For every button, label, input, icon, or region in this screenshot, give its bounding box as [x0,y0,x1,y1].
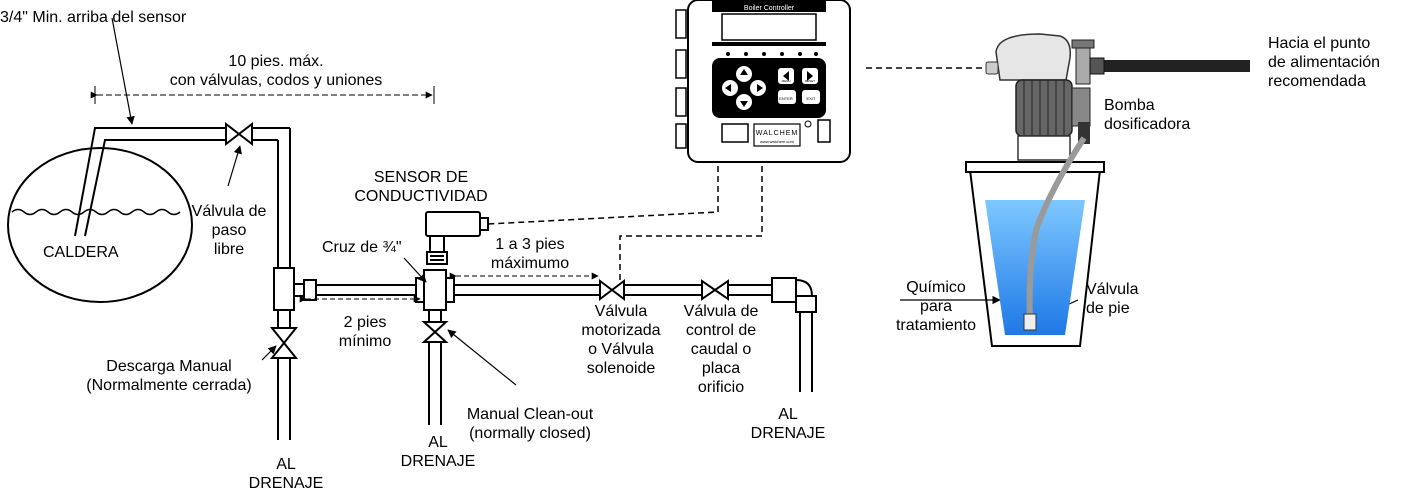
label-metering-pump: Bomba dosificadora [1104,97,1191,133]
label-boiler: CALDERA [43,244,119,261]
label-foot-valve: Válvula de pie [1086,281,1139,317]
label-max-length: 10 pies. máx. con válvulas, codos y unio… [169,53,383,89]
label-sensor: SENSOR DE CONDUCTIVIDAD [354,169,488,205]
boiler [7,147,193,303]
label-flow-control-valve: Válvula de control de caudal o placa ori… [683,303,759,396]
boiler-controller [675,0,851,163]
controller-title: Boiler Controller [744,5,795,12]
controller-website: www.walchem.com [760,139,795,144]
conductivity-sensor [425,211,489,265]
label-min-distance: 2 pies mínimo [338,314,392,350]
cleanout-valve [421,321,449,343]
manual-blowdown-valve [269,327,299,359]
controller-key-reset: RESET [805,79,815,83]
label-min-above-sensor: 3/4" Min. arriba del sensor [0,9,187,26]
controller-key-exit: EXIT [807,96,816,101]
flow-control-valve [701,279,729,301]
controller-brand: WALCHEM [756,130,799,137]
controller-key-enter: ENTER [779,96,793,101]
signal-cables [487,67,990,282]
controller-key-menu: MENU [782,79,791,83]
label-manual-blowdown: Descarga Manual (Normalmente cerrada) [86,358,252,394]
outlet-pipe [624,277,817,392]
label-cross: Cruz de ¾" [322,239,402,256]
motorized-valve [599,279,625,301]
label-motorized-valve: Válvula motorizada o Válvula solenoide [581,303,661,377]
label-treatment-chemical: Químico para tratamiento [895,279,977,334]
boiler-outlet-pipe [74,127,416,440]
label-to-injection-point: Hacia el punto de alimentación recomenda… [1268,35,1381,90]
label-cleanout: Manual Clean-out (normally closed) [466,406,594,442]
label-drain-middle: AL DRENAJE [400,434,476,470]
metering-pump [985,33,1250,161]
label-max-distance: 1 a 3 pies máximumo [490,236,570,272]
full-port-valve [225,121,253,147]
suction-tube [1026,136,1087,319]
label-drain-left: AL DRENAJE [248,456,324,492]
chemical-tank [965,161,1105,347]
label-drain-right: AL DRENAJE [750,406,826,442]
dimension-10ft [90,86,435,104]
label-full-port-valve: Válvula de paso libre [191,203,267,258]
foot-valve [1023,313,1037,331]
